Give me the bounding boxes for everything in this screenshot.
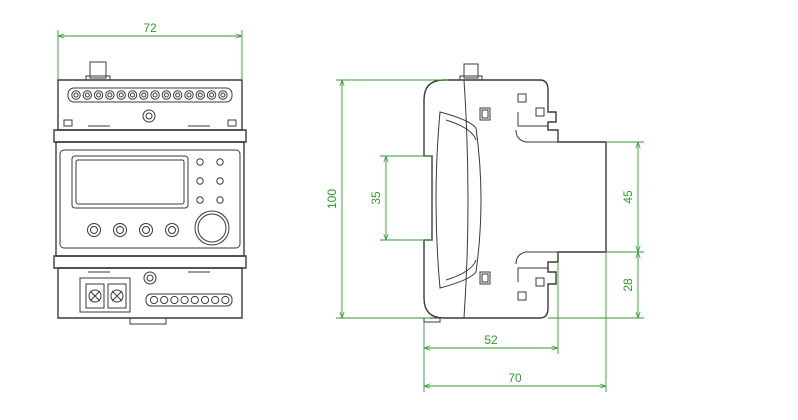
terminal-screw-icon: [218, 90, 228, 100]
side-upper-label: 45: [621, 190, 635, 204]
terminal-screw-hole: [107, 92, 113, 98]
terminal-screw-icon: [105, 90, 115, 100]
terminal-screw-icon: [170, 295, 179, 305]
terminal-screw-hole: [141, 92, 147, 98]
terminal-screw-icon: [211, 295, 220, 305]
dimension-depth-inner: 52: [423, 262, 559, 392]
terminal-screw-hole: [96, 92, 102, 98]
terminal-screw-hole: [130, 92, 135, 98]
terminal-screw-icon: [173, 90, 183, 100]
led-indicator-icon: [196, 196, 204, 204]
lower-terminal-screws: [149, 295, 230, 305]
terminal-screw-icon: [150, 90, 160, 100]
front-view: [53, 61, 247, 325]
terminal-screw-icon: [93, 90, 104, 100]
dimension-rail-height: 35: [369, 155, 432, 241]
led-indicator-icon: [216, 177, 224, 185]
terminal-screw-icon: [139, 90, 149, 100]
terminal-screw-icon: [149, 295, 159, 305]
terminal-screw-icon: [184, 90, 194, 100]
side-lower-label: 28: [621, 278, 635, 292]
terminal-screw-hole: [152, 92, 158, 98]
dimension-depth-total: 70: [424, 252, 607, 392]
terminal-screw-icon: [160, 295, 169, 305]
terminal-screw-icon: [221, 295, 230, 305]
terminal-screw-icon: [200, 295, 210, 305]
round-button-icon: [165, 223, 179, 237]
terminal-screw-icon: [206, 90, 217, 100]
terminal-screw-icon: [116, 90, 126, 100]
terminal-screw-icon: [180, 295, 189, 305]
round-button-inner: [168, 226, 176, 234]
indicator-leds: [196, 158, 224, 204]
depth-inner-label: 52: [484, 333, 498, 347]
led-indicator-icon: [196, 158, 204, 166]
dimension-side-upper: 45: [606, 141, 644, 253]
terminal-screw-hole: [73, 92, 79, 98]
terminal-screw-hole: [175, 92, 181, 98]
front-buttons: [87, 223, 179, 237]
dimension-side-height: 100: [325, 79, 448, 319]
led-indicator-icon: [216, 158, 224, 166]
terminal-screw-hole: [163, 92, 169, 98]
terminal-screw-icon: [190, 295, 199, 305]
terminal-screw-hole: [220, 92, 226, 98]
dimension-side-lower: 28: [548, 252, 644, 319]
led-indicator-icon: [196, 177, 204, 185]
terminal-screw-icon: [127, 90, 138, 100]
round-button-icon: [139, 223, 153, 237]
terminal-screw-hole: [84, 92, 90, 98]
terminal-screw-hole: [118, 92, 124, 98]
upper-terminal-screws: [71, 90, 228, 100]
terminal-screw-icon: [161, 90, 172, 100]
round-button-icon: [87, 223, 101, 237]
terminal-screw-hole: [186, 92, 192, 98]
rail-height-label: 35: [369, 191, 383, 205]
terminal-screw-hole: [209, 92, 215, 98]
depth-total-label: 70: [508, 371, 522, 385]
dimension-front-width: 72: [57, 21, 243, 80]
round-button-icon: [113, 223, 127, 237]
round-button-inner: [90, 226, 98, 234]
round-button-inner: [142, 226, 150, 234]
terminal-screw-icon: [195, 90, 206, 100]
round-button-inner: [116, 226, 124, 234]
terminal-screw-icon: [82, 90, 93, 100]
terminal-screw-icon: [71, 90, 81, 100]
front-width-label: 72: [143, 21, 157, 35]
side-view: [423, 63, 607, 323]
side-height-label: 100: [325, 189, 339, 209]
led-indicator-icon: [216, 196, 224, 204]
terminal-screw-hole: [197, 92, 203, 98]
